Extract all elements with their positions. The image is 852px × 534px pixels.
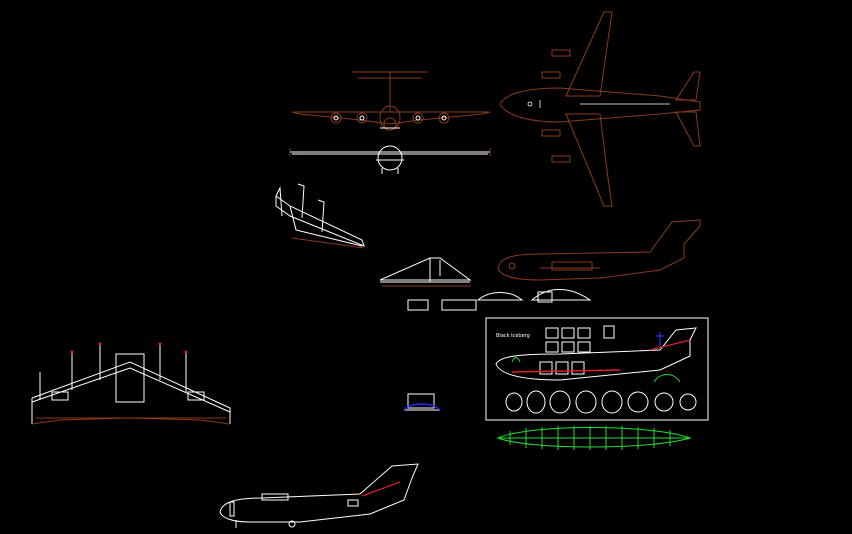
- plan-view-white-details: [527, 100, 670, 108]
- panel-caption: Black Iceberg: [496, 333, 530, 339]
- bottom-side-view-aircraft: [219, 463, 419, 528]
- side-view-aircraft-outline: [497, 219, 701, 281]
- panel-red-accent: [511, 339, 691, 373]
- front-view-white-details: [333, 115, 447, 129]
- front-view-lower-outline: [289, 148, 491, 156]
- wing-planform-tilted: [275, 183, 365, 247]
- front-view-aircraft: [291, 71, 491, 131]
- panel-blue-accent: [656, 332, 664, 346]
- wing-skin-grid: [496, 426, 692, 450]
- large-wing-outline: [31, 417, 231, 425]
- wing-planform-outline: [291, 237, 365, 249]
- panel-cross-sections: [545, 325, 615, 353]
- engine-parts: [407, 289, 592, 311]
- stabilizer-view: [379, 257, 472, 283]
- landing-gear-detail: [404, 393, 440, 411]
- detail-panel-frame: [485, 317, 709, 421]
- large-wing-markers: [70, 342, 188, 354]
- panel-green-accent: [511, 357, 681, 383]
- plan-view-aircraft: [499, 11, 701, 207]
- front-view-lower: [290, 145, 490, 174]
- panel-fuselage-sections: [505, 390, 697, 414]
- panel-side-profile: [495, 327, 697, 381]
- large-wing-view: [31, 344, 231, 424]
- bottom-side-view-red: [361, 481, 401, 497]
- landing-gear-blue: [403, 403, 441, 411]
